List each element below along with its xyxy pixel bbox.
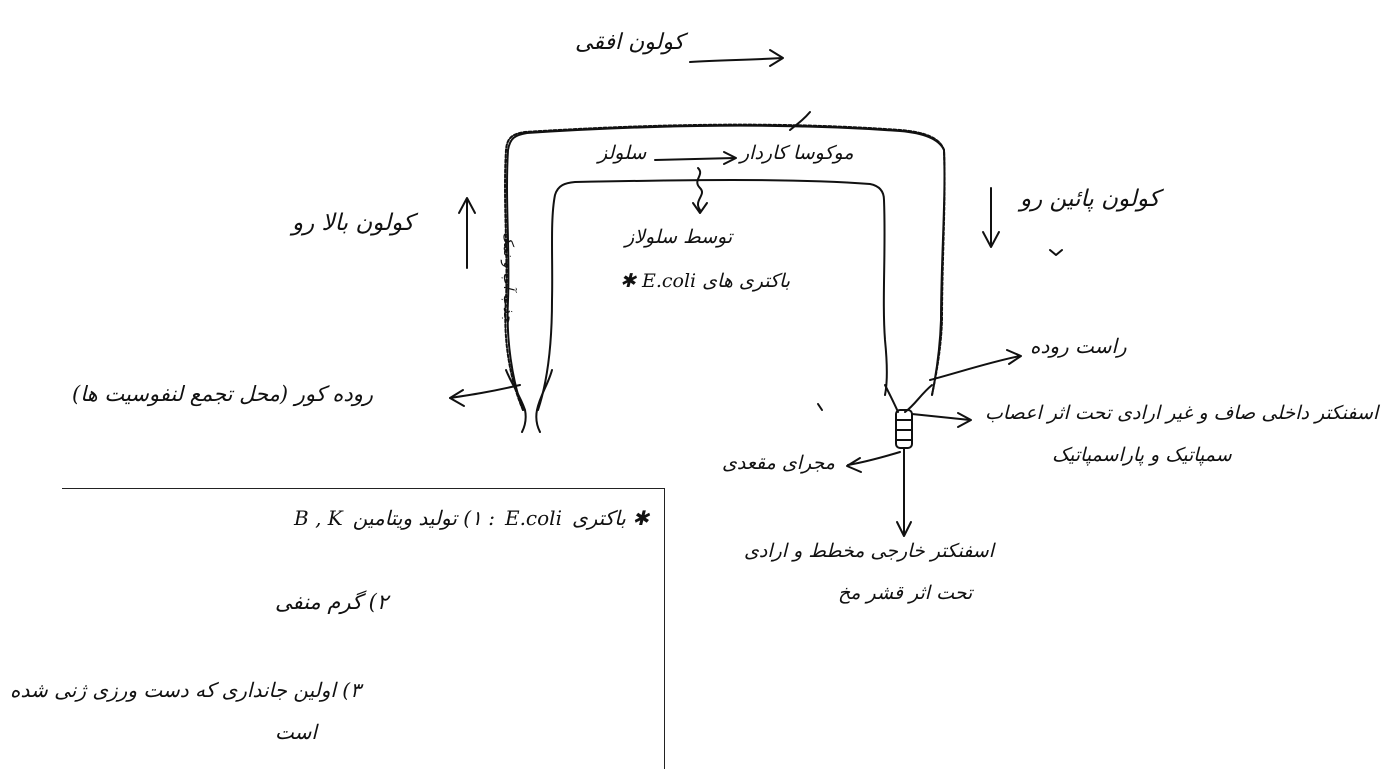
descending-colon-label: کولون پائین رو <box>1020 186 1160 212</box>
water-salt-label: جذب آب و نمک <box>500 232 516 323</box>
cecum-label: روده کور (محل تجمع لنفوسیت ها) <box>72 382 373 406</box>
anal-canal-label: مجرای مقعدی <box>722 452 835 474</box>
notes-item-1: ✱ باکتری E.coli : ۱) تولید ویتامین B , K <box>165 506 649 530</box>
notes-item-1-text: : ۱) تولید ویتامین <box>353 506 495 530</box>
ecoli-label: باکتری های E.coli ✱ <box>620 270 790 292</box>
external-sphincter-label-2: تحت اثر قشر مخ <box>838 582 972 604</box>
ascending-colon-label: کولون بالا رو <box>292 210 414 236</box>
colon-inner-wall <box>538 180 887 410</box>
notes-item-1-organism: E.coli <box>505 506 562 530</box>
notes-item-1-prefix: ✱ باکتری <box>572 506 649 530</box>
colon-outer-wall <box>505 125 945 410</box>
external-sphincter-label-1: اسفنکتر خارجی مخطط و ارادی <box>744 540 994 562</box>
notes-item-2: ۲) گرم منفی <box>275 590 388 614</box>
notes-item-3-line-2: است <box>275 720 317 744</box>
rectum-label: راست روده <box>1030 334 1127 358</box>
notes-item-1-vitamins: B , K <box>294 506 343 530</box>
internal-sphincter-label-2: سمپاتیک و پاراسمپاتیک <box>1052 444 1232 466</box>
cellulose-label: سلولز <box>598 142 646 164</box>
internal-sphincter-label-1: اسفنکتر داخلی صاف و غیر ارادی تحت اثر اع… <box>985 402 1378 424</box>
mucosa-label: موکوسا کاردار <box>740 142 854 164</box>
transverse-colon-label: کولون افقی <box>575 30 684 55</box>
notes-box <box>62 488 665 769</box>
notes-item-3-line-1: ۳) اولین جانداری که دست ورزی ژنی شده <box>10 678 361 702</box>
cellulase-label: توسط سلولاز <box>625 226 732 248</box>
